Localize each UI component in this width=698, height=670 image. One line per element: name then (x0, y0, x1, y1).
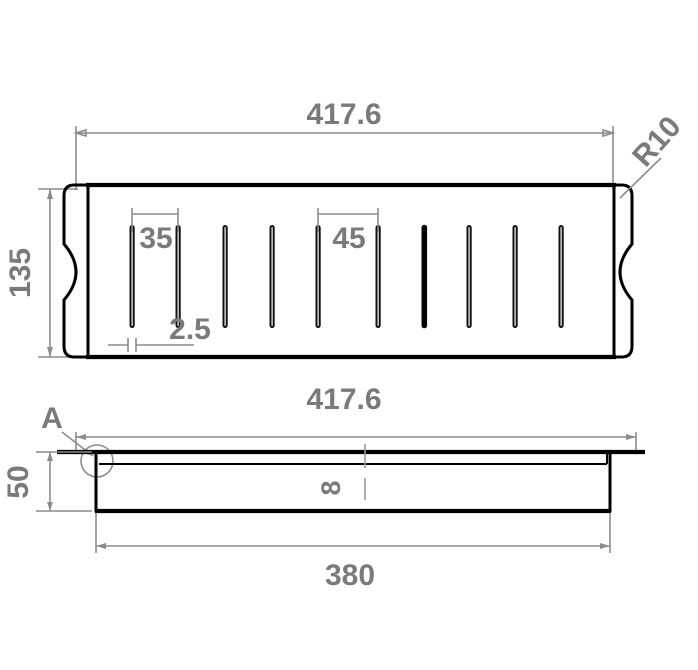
arrow-right (626, 434, 636, 440)
dimension-slot-pitch-35: 35 (131, 208, 179, 255)
dimension-overall-width: 135 (4, 188, 78, 358)
arrow-right (600, 543, 610, 549)
slot-9 (512, 225, 518, 328)
dim-label-overall-width: 135 (4, 248, 37, 298)
dimension-slot-width-2-5: 2.5 (108, 313, 211, 352)
slot-3 (222, 225, 228, 328)
dim-label-pitch-35: 35 (139, 222, 172, 255)
arrow-left (76, 434, 86, 440)
dim-label-height-50: 50 (2, 465, 35, 498)
dimension-slot-gap-45: 45 (317, 208, 379, 255)
arrow-right (602, 128, 616, 138)
dim-label-overall-length-side: 417.6 (306, 383, 381, 416)
slot-8 (466, 225, 472, 328)
callout-detail-a: A (41, 402, 114, 478)
dimension-height-50: 50 (2, 451, 92, 512)
slot-7 (421, 224, 428, 329)
dim-label-thickness-8: 8 (316, 480, 346, 495)
arrow-bottom (47, 347, 53, 357)
slot-10 (558, 225, 564, 328)
right-outer-profile (614, 183, 634, 359)
dim-label-base-length-380: 380 (325, 559, 375, 592)
arrow-left (96, 543, 106, 549)
dimension-overall-length-side: 417.6 (75, 383, 637, 452)
arrow-left (73, 128, 87, 138)
side-view-part-outline (57, 449, 645, 514)
top-view-part-outline (62, 182, 634, 360)
slot-6 (375, 225, 381, 328)
dim-label-radius: R10 (626, 110, 687, 173)
callout-corner-radius: R10 (619, 110, 688, 199)
dimension-thickness-8: 8 (316, 444, 366, 500)
slot-2 (175, 225, 181, 328)
dim-label-gap-45: 45 (332, 222, 365, 255)
slot-4 (269, 225, 275, 328)
dim-label-detail-a: A (41, 402, 63, 435)
dim-label-overall-length-top: 417.6 (306, 98, 381, 131)
arrow-bottom (47, 502, 53, 511)
slot-5 (315, 225, 321, 328)
left-outer-profile (62, 183, 88, 359)
slot-1 (129, 225, 135, 328)
dimension-base-length-380: 380 (95, 513, 611, 592)
arrow-top (47, 189, 53, 199)
arrow-top (47, 452, 53, 461)
leader-line (619, 157, 662, 199)
dim-label-slot-width: 2.5 (169, 313, 211, 346)
dimension-overall-length-top: 417.6 (73, 98, 616, 190)
